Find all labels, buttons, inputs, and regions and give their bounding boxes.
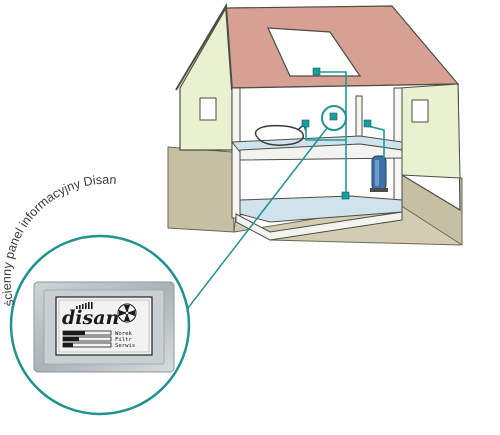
- callout-highlight-circle: [321, 105, 347, 131]
- callout-connector: [187, 105, 347, 309]
- filtr-level-fill: [63, 337, 79, 341]
- menu-item-serwis: Serwis: [115, 343, 135, 349]
- central-vacuum-unit: [370, 155, 388, 192]
- worek-level-fill: [63, 331, 85, 335]
- panel-callout: disan Worek Filtr Serwis: [9, 234, 191, 416]
- lcd-brand: disan: [62, 307, 119, 329]
- menu-item-filtr: Filtr: [115, 337, 132, 343]
- serwis-level-fill: [63, 343, 73, 347]
- menu-item-worek: Worek: [115, 331, 132, 337]
- suction-pipes: [305, 71, 385, 195]
- roof: [175, 2, 460, 91]
- vacuum-inlets: [301, 67, 372, 200]
- fan-icon: [117, 303, 137, 323]
- front-wall: [179, 6, 233, 151]
- signal-icon: [76, 302, 93, 309]
